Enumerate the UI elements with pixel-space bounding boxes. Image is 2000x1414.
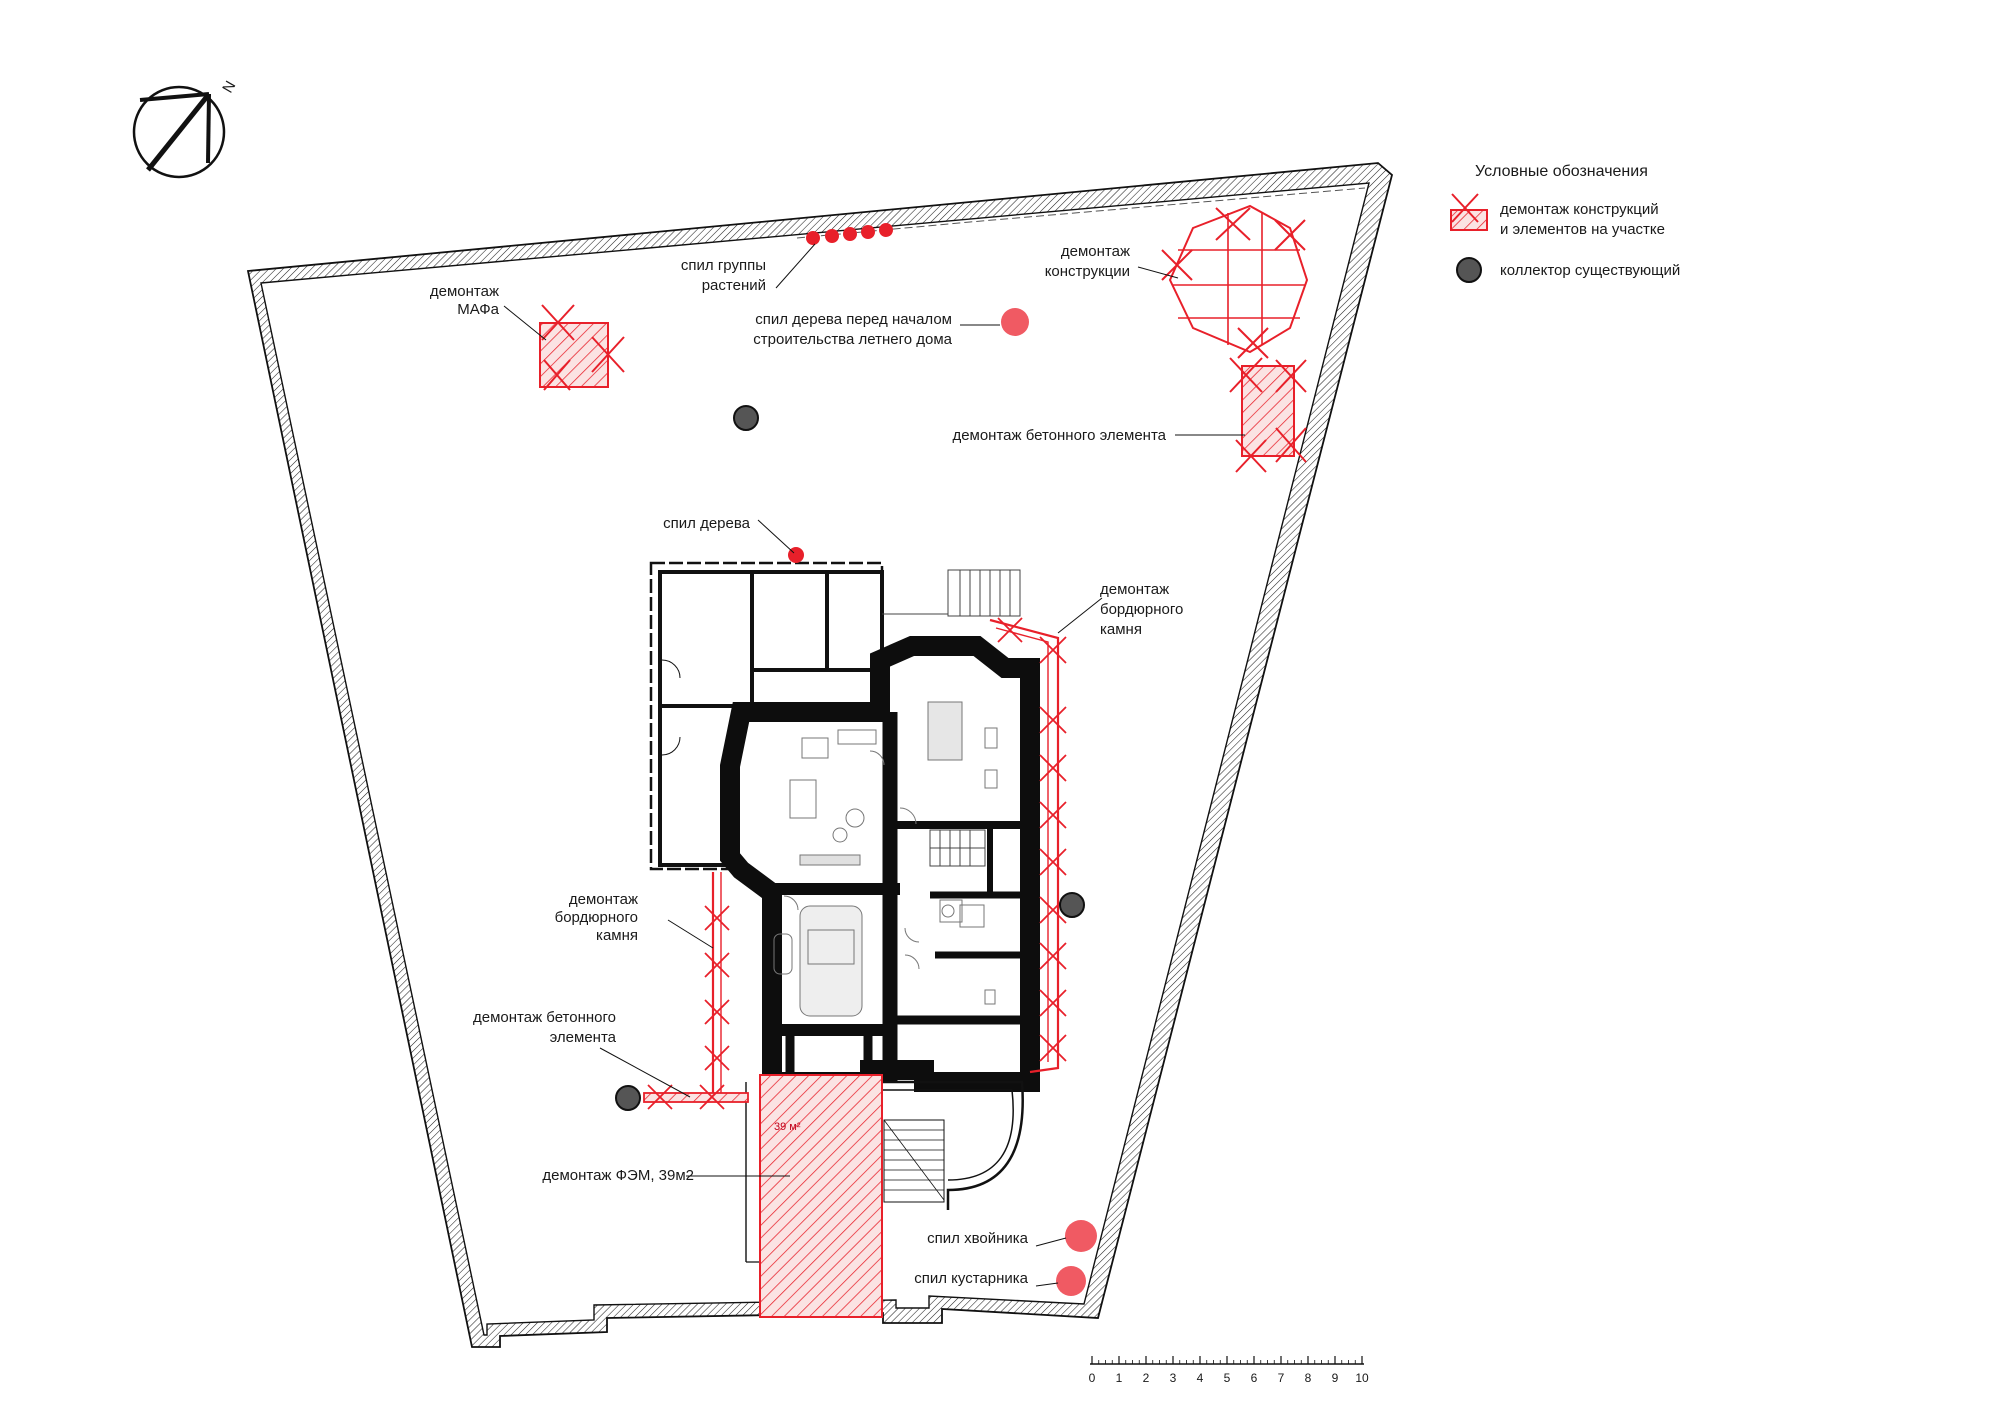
label-plant-group-2: растений — [702, 277, 766, 294]
scale-tick-label: 4 — [1197, 1371, 1204, 1385]
north-arrow: N — [132, 78, 239, 179]
scale-tick-label: 8 — [1305, 1371, 1312, 1385]
house — [649, 561, 1040, 1263]
plant-group-4 — [861, 225, 875, 239]
plant-group-1 — [806, 231, 820, 245]
collector-west — [615, 1085, 641, 1111]
concrete-west-cross — [699, 1084, 725, 1110]
curb-west-cross — [704, 952, 730, 978]
concrete-west-cross — [647, 1084, 673, 1110]
shrub — [1056, 1266, 1086, 1296]
collectors — [615, 405, 1085, 1111]
label-plant-group-1: спил группы — [681, 257, 766, 274]
label-fem: демонтаж ФЭМ, 39м2 — [542, 1167, 694, 1184]
label-shrub: спил кустарника — [914, 1270, 1028, 1287]
north-letter: N — [219, 78, 239, 96]
scale-tick-label: 9 — [1332, 1371, 1339, 1385]
leader-lines — [503, 243, 1245, 1287]
plant-group-2 — [825, 229, 839, 243]
scale-bar: 0 1 2 3 4 5 6 7 8 9 10 — [1089, 1356, 1369, 1385]
label-curb-east-1: демонтаж — [1100, 581, 1169, 598]
label-concrete-west-2: элемента — [550, 1029, 617, 1046]
label-mafa-1: демонтаж — [430, 283, 499, 300]
curb-east-cross — [1039, 848, 1067, 876]
scale-tick-label: 5 — [1224, 1371, 1231, 1385]
scale-tick-label: 2 — [1143, 1371, 1150, 1385]
label-mafa-2: МАФа — [457, 301, 499, 318]
legend-demolition-line-2: и элементов на участке — [1500, 221, 1665, 238]
label-tree-cut: спил дерева — [663, 515, 751, 532]
curb-west-cross — [704, 1045, 730, 1071]
label-tree-summer-1: спил дерева перед началом — [755, 311, 952, 328]
label-concrete-west-1: демонтаж бетонного — [473, 1009, 616, 1026]
curb-west-cross — [704, 999, 730, 1025]
annotations: демонтаж МАФа спил группы растений спил … — [430, 243, 1184, 1287]
scale-tick-label: 6 — [1251, 1371, 1258, 1385]
curb-west-cross — [704, 905, 730, 931]
tree-summer-house — [1001, 308, 1029, 336]
scale-tick-label: 3 — [1170, 1371, 1177, 1385]
curb-east-cross — [1039, 989, 1067, 1017]
plant-group-5 — [879, 223, 893, 237]
legend-collector: коллектор существующий — [1500, 262, 1680, 279]
label-curb-west-3: камня — [596, 927, 638, 944]
legend-title: Условные обозначения — [1475, 163, 1648, 180]
trees-to-cut — [788, 223, 1097, 1296]
conifer — [1065, 1220, 1097, 1252]
collector-north — [733, 405, 759, 431]
curb-east-cross — [1039, 801, 1067, 829]
legend-demolition-swatch — [1450, 193, 1488, 231]
label-conifer: спил хвойника — [927, 1230, 1028, 1247]
label-construction-2: конструкции — [1045, 263, 1130, 280]
plant-group-3 — [843, 227, 857, 241]
scale-tick-label: 7 — [1278, 1371, 1285, 1385]
label-curb-east-2: бордюрного — [1100, 601, 1183, 618]
legend-demolition-line-1: демонтаж конструкций — [1500, 201, 1659, 218]
curb-demolition-crosses — [647, 617, 1067, 1110]
scale-tick-label: 10 — [1355, 1371, 1369, 1385]
legend: Условные обозначения демонтаж конструкци… — [1450, 163, 1680, 283]
label-construction-1: демонтаж — [1061, 243, 1130, 260]
scale-tick-label: 1 — [1116, 1371, 1123, 1385]
label-tree-summer-2: строительства летнего дома — [753, 331, 952, 348]
scale-tick-label: 0 — [1089, 1371, 1096, 1385]
demolition-marks — [539, 204, 1309, 1318]
curb-east-cross — [997, 617, 1023, 643]
label-concrete-ne: демонтаж бетонного элемента — [952, 427, 1166, 444]
label-curb-west-1: демонтаж — [569, 891, 638, 908]
curb-east-cross — [1039, 754, 1067, 782]
legend-collector-swatch — [1456, 257, 1482, 283]
label-curb-east-3: камня — [1100, 621, 1142, 638]
curb-east-cross — [1039, 1034, 1067, 1062]
curb-east-cross — [1039, 636, 1067, 664]
curb-east-cross — [1039, 706, 1067, 734]
label-fem-area: 39 м² — [774, 1121, 801, 1133]
collector-east — [1059, 892, 1085, 918]
curb-east-cross — [1039, 942, 1067, 970]
label-curb-west-2: бордюрного — [555, 909, 638, 926]
